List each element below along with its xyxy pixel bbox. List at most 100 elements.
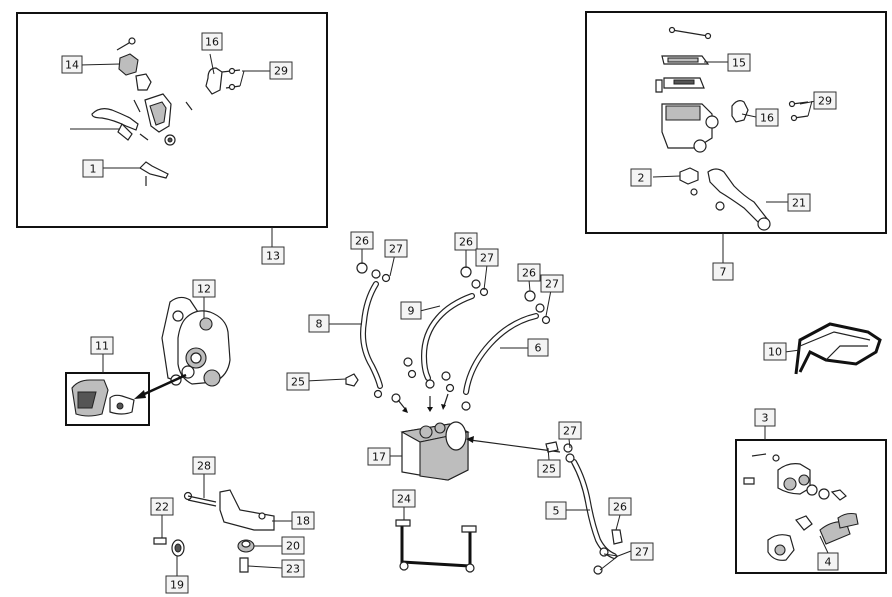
callout-16a: 16 <box>201 32 223 51</box>
bolt-25 <box>345 373 359 387</box>
callout-22: 22 <box>150 497 174 516</box>
abs-unit-17 <box>400 421 470 481</box>
callout-3: 3 <box>754 408 776 427</box>
svg-text:9: 9 <box>408 305 415 318</box>
bolt-28 <box>183 491 217 507</box>
svg-text:7: 7 <box>720 266 727 279</box>
callout-7: 7 <box>712 262 734 281</box>
brake-hose-9 <box>403 266 489 389</box>
svg-text:29: 29 <box>274 65 288 78</box>
svg-text:28: 28 <box>197 460 211 473</box>
callout-27d: 27 <box>558 421 582 440</box>
svg-text:12: 12 <box>197 283 211 296</box>
callout-26b: 26 <box>454 232 478 251</box>
callout-27c: 27 <box>540 274 564 293</box>
callout-28: 28 <box>192 456 216 475</box>
svg-text:11: 11 <box>95 340 109 353</box>
caliper-assembly-3 <box>743 453 859 561</box>
callout-12: 12 <box>192 279 216 298</box>
callout-6: 6 <box>527 338 549 357</box>
callout-26a: 26 <box>350 231 374 250</box>
brake-hose-6 <box>441 290 551 411</box>
svg-text:16: 16 <box>760 112 774 125</box>
svg-text:18: 18 <box>296 515 310 528</box>
svg-text:29: 29 <box>818 95 832 108</box>
callout-2: 2 <box>630 168 652 187</box>
svg-text:15: 15 <box>732 57 746 70</box>
callout-13: 13 <box>261 246 285 265</box>
callout-26d: 26 <box>608 497 632 516</box>
flow-arrows-to-abs <box>397 393 449 413</box>
callout-15: 15 <box>727 53 751 72</box>
callout-14: 14 <box>61 55 83 74</box>
brake-switch-2 <box>679 167 699 185</box>
callout-27a: 27 <box>384 239 408 258</box>
reservoir-cap-14 <box>118 53 139 76</box>
brake-hose-8 <box>356 262 401 403</box>
svg-text:13: 13 <box>266 250 280 263</box>
brake-hose-5 <box>545 441 623 575</box>
callout-29a: 29 <box>269 61 293 80</box>
svg-text:27: 27 <box>545 278 559 291</box>
caliper-assembly-frame <box>735 439 887 574</box>
svg-text:21: 21 <box>792 197 806 210</box>
svg-text:2: 2 <box>638 172 645 185</box>
callout-25b: 25 <box>537 459 561 478</box>
callout-18: 18 <box>291 511 315 530</box>
svg-text:23: 23 <box>286 563 300 576</box>
callout-27e: 27 <box>630 542 654 561</box>
svg-text:26: 26 <box>355 235 369 248</box>
brake-lever <box>91 108 139 131</box>
svg-text:22: 22 <box>155 501 169 514</box>
callout-29b: 29 <box>813 91 837 110</box>
svg-text:26: 26 <box>613 501 627 514</box>
svg-text:10: 10 <box>768 346 782 359</box>
callout-leaders <box>70 53 829 576</box>
grommet-19 <box>171 539 185 557</box>
brake-pads-11 <box>71 379 135 417</box>
brake-switch-1 <box>139 161 169 179</box>
svg-text:4: 4 <box>825 556 832 569</box>
callouts: 14 1 16 29 13 15 29 16 2 21 7 11 12 26 2… <box>61 32 839 594</box>
callout-27b: 27 <box>475 248 499 267</box>
svg-text:5: 5 <box>553 505 560 518</box>
svg-text:26: 26 <box>522 267 536 280</box>
callout-17: 17 <box>367 447 391 466</box>
arrow-abs-to-hose-5 <box>469 439 561 453</box>
svg-text:19: 19 <box>170 579 184 592</box>
clamp-16-front <box>731 100 749 123</box>
callout-23: 23 <box>281 559 305 578</box>
svg-text:27: 27 <box>480 252 494 265</box>
callout-21: 21 <box>787 193 811 212</box>
callout-26c: 26 <box>517 263 541 282</box>
svg-text:8: 8 <box>316 318 323 331</box>
rear-master-cylinder-assembly-frame <box>16 12 328 228</box>
brake-lever-21 <box>707 168 769 227</box>
caliper-12 <box>161 296 231 387</box>
callout-1: 1 <box>82 159 104 178</box>
front-master-cylinder-assembly-frame <box>585 11 887 234</box>
callout-24: 24 <box>392 489 416 508</box>
callout-9: 9 <box>400 301 422 320</box>
bracket-10 <box>794 322 882 375</box>
svg-text:20: 20 <box>286 540 300 553</box>
front-master-cylinder-parts <box>655 26 809 231</box>
rear-master-cylinder-parts <box>91 37 241 186</box>
svg-text:16: 16 <box>205 36 219 49</box>
callout-16b: 16 <box>755 108 779 127</box>
callout-19: 19 <box>165 575 189 594</box>
svg-text:26: 26 <box>459 236 473 249</box>
svg-text:27: 27 <box>389 243 403 256</box>
svg-text:27: 27 <box>635 546 649 559</box>
callout-25a: 25 <box>286 372 310 391</box>
svg-text:6: 6 <box>535 342 542 355</box>
callout-5: 5 <box>545 501 567 520</box>
sleeve-23 <box>239 557 249 573</box>
svg-text:24: 24 <box>397 493 411 506</box>
brake-pad-set-frame <box>65 372 150 426</box>
callout-20: 20 <box>281 536 305 555</box>
mount-bolts-24 <box>395 519 477 573</box>
callout-4: 4 <box>817 552 839 571</box>
svg-text:3: 3 <box>762 412 769 425</box>
